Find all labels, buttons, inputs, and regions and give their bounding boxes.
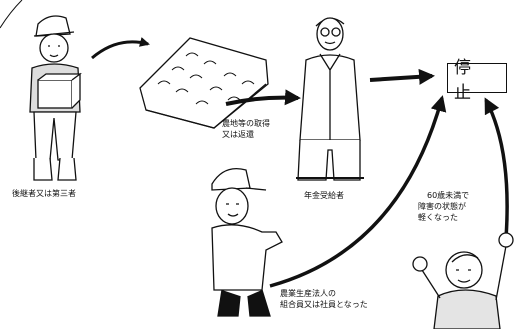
corporate-label-line1: 農業生産法人の	[280, 289, 336, 298]
disability-label-line2: 障害の状態が	[418, 202, 466, 211]
farmland-figure	[139, 37, 269, 129]
arrow-disability-to-stop	[484, 97, 509, 239]
disability-label-line1: 60歳未満で	[427, 191, 470, 200]
arrow-corporate-to-stop	[269, 95, 447, 288]
pensioner-label: 年金受給者	[304, 191, 344, 200]
successor-label: 後継者又は第三者	[12, 189, 76, 198]
successor-farmer-figure	[29, 15, 82, 181]
disability-label-line3: 軽くなった	[418, 213, 458, 222]
corporate-label-line2: 組合員又は社員となった	[280, 300, 368, 309]
corporate-member-figure	[211, 167, 283, 317]
arrow-successor-to-land	[91, 37, 150, 60]
transfer-label-line1: 農地等の取得	[222, 119, 270, 128]
stop-box: 停 止	[447, 58, 507, 103]
pensioner-figure	[296, 17, 364, 181]
arrow-land-to-pensioner	[225, 89, 301, 106]
corner-line	[0, 0, 23, 29]
arrow-pensioner-to-stop	[369, 68, 435, 85]
transfer-label-line2: 又は返還	[222, 130, 254, 139]
recovered-person-figure	[412, 232, 514, 329]
